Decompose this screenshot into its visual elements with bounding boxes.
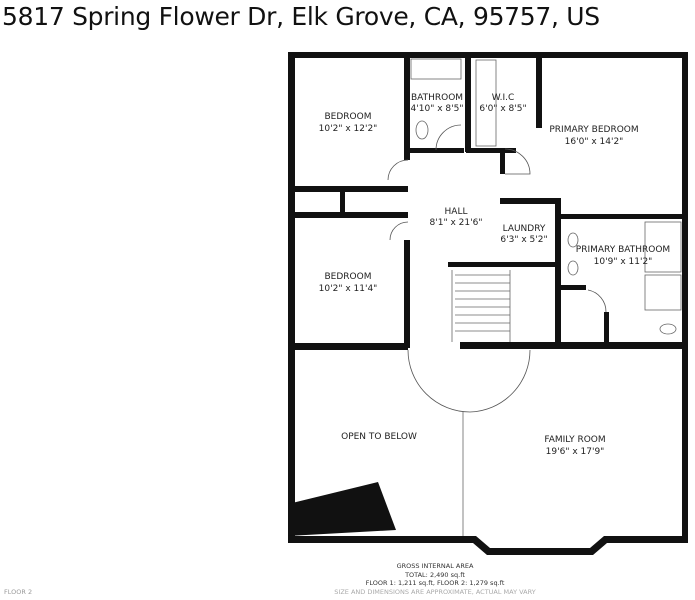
fixtures [387,58,682,536]
area-total: TOTAL: 2,490 sq.ft [405,570,465,579]
room-name: OPEN TO BELOW [341,432,417,442]
room-size: 8'1" x 21'6" [430,218,483,228]
room-name: FAMILY ROOM [544,435,605,445]
room-size: 4'10" x 8'5" [411,104,464,114]
area-disclaimer: SIZE AND DIMENSIONS ARE APPROXIMATE, ACT… [334,587,536,596]
room-name: BEDROOM [325,112,372,122]
area-heading: GROSS INTERNAL AREA [396,562,474,570]
room-size: 16'0" x 14'2" [565,137,624,147]
room-name: PRIMARY BATHROOM [576,245,670,255]
room-size: 6'3" x 5'2" [500,235,547,245]
room-labels: BEDROOM 10'2" x 12'2" BATHROOM 4'10" x 8… [319,93,671,457]
room-name: BEDROOM [325,272,372,282]
area-floors: FLOOR 1: 1,211 sq.ft, FLOOR 2: 1,279 sq.… [365,579,505,587]
stairs [451,270,511,342]
listing-address-title: 5817 Spring Flower Dr, Elk Grove, CA, 95… [2,2,600,31]
room-name: LAUNDRY [503,224,546,234]
room-name: HALL [445,207,468,217]
room-size: 6'0" x 8'5" [479,104,526,114]
floor-label: FLOOR 2 [4,588,33,596]
room-size: 10'2" x 11'4" [319,284,378,294]
room-name: W.I.C [492,93,515,103]
walls [288,52,688,555]
room-size: 10'2" x 12'2" [319,124,378,134]
gross-area-summary: GROSS INTERNAL AREA TOTAL: 2,490 sq.ft F… [270,562,600,596]
room-name: PRIMARY BEDROOM [549,125,638,135]
room-size: 10'9" x 11'2" [594,257,653,267]
room-name: BATHROOM [411,93,463,103]
room-size: 19'6" x 17'9" [546,447,605,457]
